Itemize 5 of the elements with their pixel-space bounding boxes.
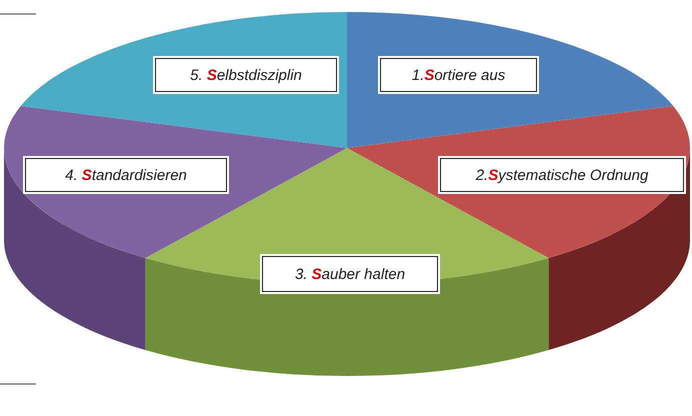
slice-label: 4. Standardisieren <box>25 158 227 192</box>
slice-label: 2.Systematische Ordnung <box>440 158 684 192</box>
slice-label: 3. Sauber halten <box>262 256 438 292</box>
slice-label: 1.Sortiere aus <box>380 58 537 92</box>
slice-label: 5. Selbstdisziplin <box>155 58 337 92</box>
